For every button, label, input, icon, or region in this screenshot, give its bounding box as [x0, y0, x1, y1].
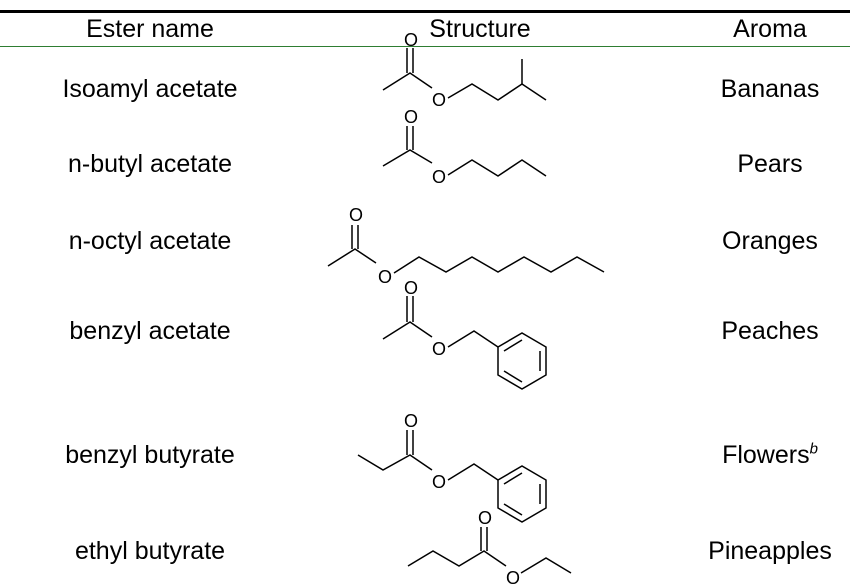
row-3-aroma: Oranges: [722, 227, 818, 255]
atom-oxygen-label: O: [404, 278, 418, 298]
structure-benzyl-butyrate: O O: [357, 411, 547, 523]
atom-oxygen-label: O: [404, 30, 418, 50]
atom-oxygen-label: O: [378, 267, 392, 287]
header-rule: [0, 46, 850, 47]
row-4-name: benzyl acetate: [69, 317, 231, 345]
atom-oxygen-label: O: [404, 411, 418, 431]
structure-n-butyl-acetate: O O: [382, 107, 547, 187]
row-5-aroma-text: Flowers: [722, 441, 810, 469]
table-top-rule: [0, 10, 850, 13]
row-1-aroma: Bananas: [720, 75, 820, 103]
row-4-aroma: Peaches: [721, 317, 819, 345]
row-3-name: n-octyl acetate: [68, 227, 232, 255]
atom-oxygen-label: O: [349, 205, 363, 225]
row-5-name: benzyl butyrate: [65, 441, 235, 469]
atom-oxygen-label: O: [506, 568, 520, 584]
atom-oxygen-label: O: [404, 107, 418, 127]
row-1-name: Isoamyl acetate: [62, 75, 238, 103]
atom-oxygen-label: O: [478, 508, 492, 528]
header-ester-name: Ester name: [86, 15, 214, 43]
header-structure: Structure: [429, 15, 531, 43]
structure-benzyl-acetate: O O: [382, 278, 547, 390]
header-aroma: Aroma: [733, 15, 807, 43]
row-5-aroma: Flowersb: [690, 438, 850, 472]
structure-n-octyl-acetate: O O: [327, 205, 605, 287]
row-2-name: n-butyl acetate: [68, 150, 232, 178]
atom-oxygen-label: O: [432, 472, 446, 492]
atom-oxygen-label: O: [432, 167, 446, 187]
row-6-name: ethyl butyrate: [74, 537, 226, 565]
row-6-aroma: Pineapples: [708, 537, 832, 565]
row-2-aroma: Pears: [737, 150, 803, 178]
atom-oxygen-label: O: [432, 339, 446, 359]
structure-ethyl-butyrate: O O: [407, 508, 572, 584]
atom-oxygen-label: O: [432, 90, 446, 110]
row-5-aroma-footnote: b: [809, 440, 818, 458]
structure-isoamyl-acetate: O O: [382, 30, 547, 110]
